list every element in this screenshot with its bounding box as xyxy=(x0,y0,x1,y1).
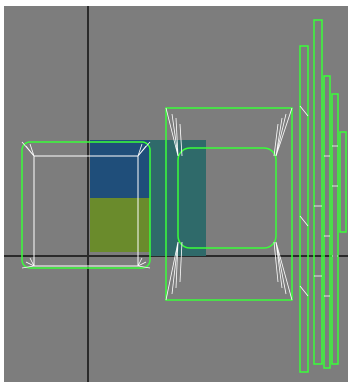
uv-island-middle-outer[interactable] xyxy=(165,107,293,301)
uv-viewport[interactable] xyxy=(4,6,348,382)
strip-tick-marks xyxy=(299,105,338,297)
uv-island-middle-inner[interactable] xyxy=(177,147,277,249)
texture-tile-top-left xyxy=(90,140,150,198)
texture-tile-bottom-left xyxy=(90,198,150,252)
uv-island-left[interactable] xyxy=(21,141,151,269)
uv-canvas[interactable] xyxy=(4,6,348,382)
uv-island-strips[interactable] xyxy=(299,19,347,373)
corner-fans-left xyxy=(21,141,151,269)
corner-fans-middle xyxy=(165,107,293,301)
